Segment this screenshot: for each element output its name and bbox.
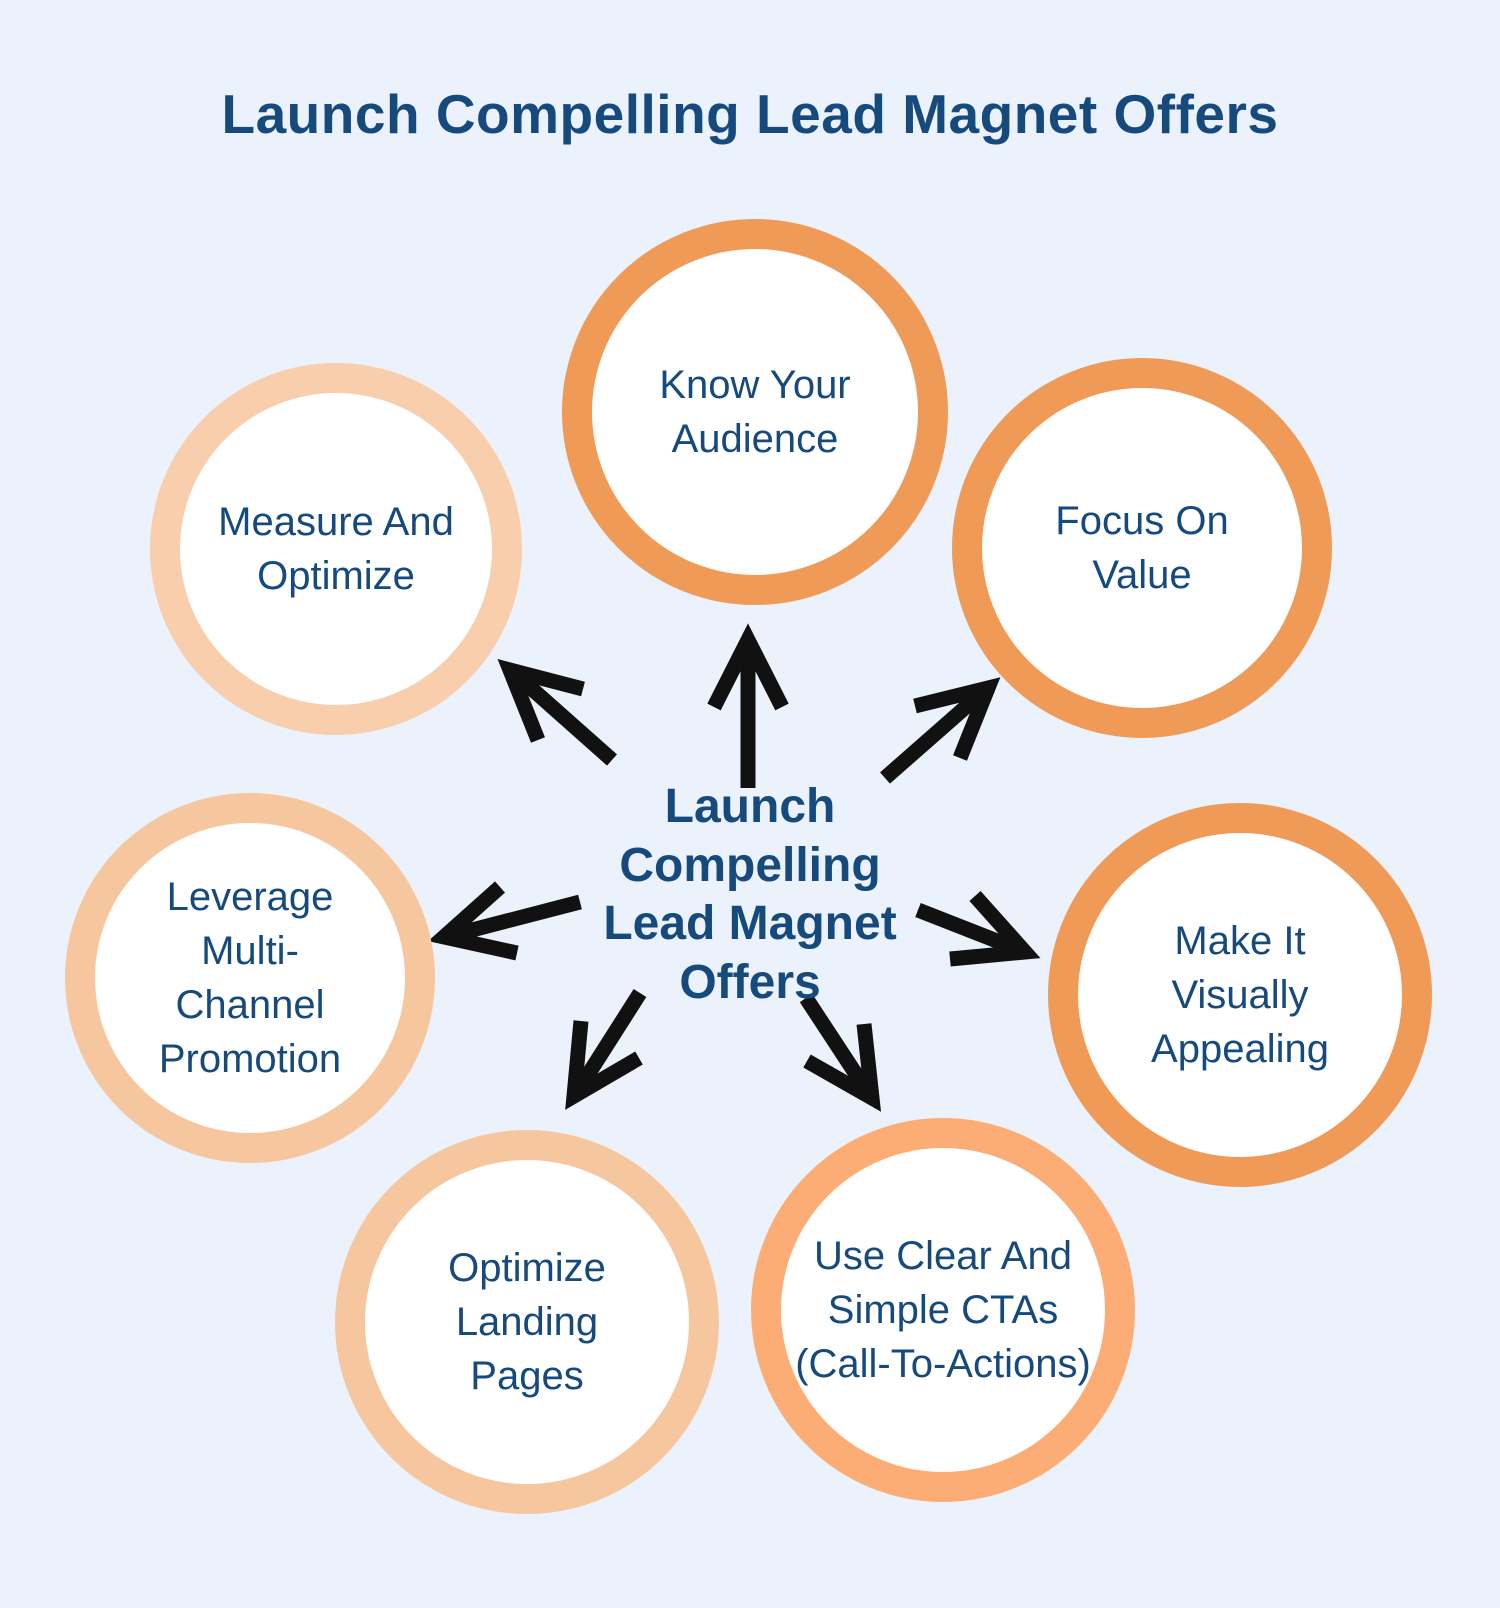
node-focus-on-value: Focus On Value: [952, 358, 1332, 738]
arrow-up-icon: [707, 623, 789, 788]
node-optimize-landing-pages: Optimize Landing Pages: [335, 1130, 719, 1514]
node-label: Leverage Multi-Channel Promotion: [158, 875, 342, 1081]
center-label: Launch Compelling Lead Magnet Offers: [603, 780, 897, 1009]
node-label: Make It Visually Appealing: [1151, 919, 1329, 1071]
node-label: Use Clear And Simple CTAs (Call-To-Actio…: [795, 1234, 1091, 1386]
node-make-it-visually-appealing: Make It Visually Appealing: [1048, 803, 1432, 1187]
node-label: Know Your Audience: [659, 363, 851, 461]
node-use-clear-and-simple-ctas: Use Clear And Simple CTAs (Call-To-Actio…: [751, 1118, 1135, 1502]
node-label: Focus On Value: [1055, 499, 1229, 597]
node-label: Optimize Landing Pages: [448, 1246, 606, 1398]
node-measure-and-optimize: Measure And Optimize: [150, 363, 522, 735]
node-know-your-audience: Know Your Audience: [562, 219, 948, 605]
arrow-upper-right-icon: [880, 677, 1001, 784]
node-leverage-multi-channel-promotion: Leverage Multi-Channel Promotion: [65, 793, 435, 1163]
page-title: Launch Compelling Lead Magnet Offers: [221, 83, 1279, 145]
arrow-lower-right-icon: [799, 993, 882, 1112]
arrow-upper-left-icon: [497, 659, 617, 766]
node-label: Measure And Optimize: [218, 500, 454, 598]
